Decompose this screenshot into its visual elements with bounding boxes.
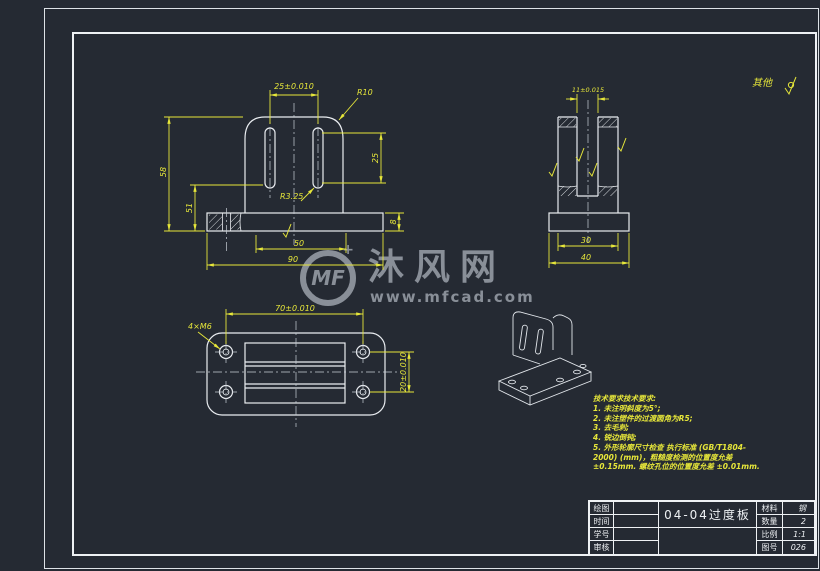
front-base-outline <box>206 212 384 232</box>
tb-center-empty <box>659 528 757 554</box>
dim-r10: R10 <box>357 88 373 97</box>
watermark-url: www.mfcad.com <box>370 288 535 306</box>
mfcad-logo-icon: MF <box>300 242 356 306</box>
front-base-hatch-right <box>231 214 240 230</box>
dim-width-70: 70±0.010 <box>275 304 315 313</box>
isometric-view <box>497 311 593 406</box>
tb-value-drawing-no: 026 <box>790 543 806 552</box>
tb-value-time <box>614 515 659 528</box>
tb-part-title: 04-04过度板 <box>659 502 757 528</box>
side-view: 11±0.015 30 40 <box>548 86 630 268</box>
tb-label-check: 审核 <box>590 541 614 554</box>
side-base-outline <box>548 212 630 232</box>
tb-label-draw: 绘图 <box>590 502 614 515</box>
tb-value-material: 钢 <box>783 502 814 515</box>
dim-slot-length: 25 <box>371 153 380 163</box>
top-hole <box>215 341 237 363</box>
top-hole <box>215 381 237 403</box>
tb-value-student-no <box>614 528 659 541</box>
tb-label-scale: 比例 <box>757 528 783 541</box>
side-hatch-top-right <box>599 118 617 127</box>
logo-text: MF <box>311 266 345 290</box>
top-hole <box>352 341 374 363</box>
roughness-mark <box>282 223 292 239</box>
note-line: 5. 外形轮廓尺寸检查 执行标准 (GB/T1804-2000) (mm)，粗糙… <box>593 442 760 472</box>
roughness-mark <box>548 162 558 178</box>
dim-height-58: 58 <box>159 167 168 177</box>
dim-width-40: 40 <box>581 253 591 262</box>
note-line: 2. 未注塑件的过渡圆角为R5; <box>593 413 693 423</box>
dim-holes-m6: 4×M6 <box>188 322 212 331</box>
note-line: 4. 锐边倒钝; <box>593 433 637 442</box>
tb-label-quantity: 数量 <box>757 515 783 528</box>
tb-value-scale: 1:1 <box>783 528 814 541</box>
inner-frame <box>72 32 817 556</box>
tb-label-student-no: 学号 <box>590 528 614 541</box>
note-line: 3. 去毛刺; <box>593 423 630 433</box>
dim-width-50: 50 <box>294 239 304 248</box>
front-base-hatch-left <box>209 214 222 230</box>
watermark: MF 沐风网 www.mfcad.com <box>300 242 535 306</box>
dim-r325: R3.25 <box>280 192 303 201</box>
note-line: 1. 未注明斜度为5°; <box>593 403 661 413</box>
side-hatch-bot-left <box>559 186 576 196</box>
top-inner-outline <box>244 342 346 404</box>
dim-width-90: 90 <box>288 255 298 264</box>
watermark-brand: 沐风网 <box>368 247 507 288</box>
tb-label-time: 时间 <box>590 515 614 528</box>
tb-label-drawing-no: 图号 <box>757 541 783 554</box>
roughness-mark <box>575 147 585 163</box>
side-hatch-top-left <box>559 118 576 127</box>
corner-mark-label: 其他 <box>752 78 772 89</box>
tb-label-material: 材料 <box>757 502 783 515</box>
roughness-mark <box>588 162 598 178</box>
outer-frame <box>44 8 819 569</box>
notes-title: 技术要求技术要求: <box>593 394 656 403</box>
front-view: 25±0.010 R10 25 58 51 R3.25 8 50 <box>159 82 404 270</box>
dim-height-51: 51 <box>185 203 194 213</box>
drawing-frames <box>44 8 819 569</box>
dim-width-30: 30 <box>581 236 591 245</box>
dim-slot-spacing: 25±0.010 <box>274 82 314 91</box>
dim-slot-width: 11±0.015 <box>572 86 604 94</box>
technical-notes: 技术要求技术要求: 1. 未注明斜度为5°; 2. 未注塑件的过渡圆角为R5; … <box>593 394 769 472</box>
surface-finish-symbol <box>784 76 797 96</box>
title-block: 绘图 04-04过度板 材料 钢 时间 数量 2 学号 比例 1:1 审核 图号… <box>588 500 816 556</box>
side-hatch-bot-right <box>599 186 617 196</box>
dim-height-20: 20±0.010 <box>399 352 408 392</box>
tb-value-draw <box>614 502 659 515</box>
top-view: 70±0.010 4×M6 20±0.010 <box>188 304 414 427</box>
tb-value-check <box>614 541 659 554</box>
dim-base-thickness: 8 <box>389 219 398 224</box>
roughness-mark <box>617 137 627 153</box>
tb-value-quantity: 2 <box>783 515 814 528</box>
corner-mark: 其他 <box>752 74 772 89</box>
